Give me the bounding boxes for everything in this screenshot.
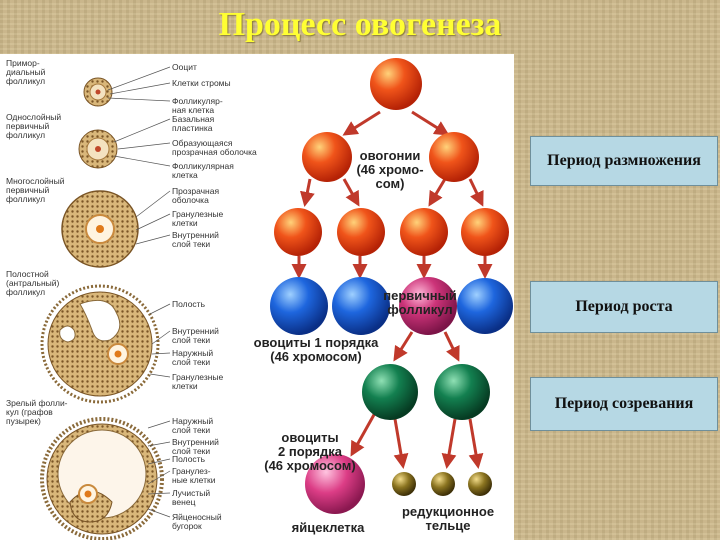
leader-line [109,82,171,95]
primary-oocyte-cell [332,277,390,335]
follicle-part-label: Полость [172,299,206,309]
polar-body [468,472,492,496]
oogonium-cell [370,58,422,110]
leader-line [113,118,171,143]
follicle-part-label: Фолликуляр-ная клетка [172,96,223,115]
leader-line [151,330,171,345]
leader-line [135,234,171,245]
egg-cell [305,454,365,514]
oogonium-cell [337,208,385,256]
leader-line [149,303,171,315]
leader-line [151,352,171,355]
multilayer-follicle-drawing [61,190,139,268]
leader-line [113,155,171,167]
leader-line [147,470,171,485]
oogonium-cell [429,132,479,182]
follicle-part-label: Полость [172,454,206,464]
lineage-arrows [291,110,493,469]
primary-follicle-drawing [78,129,118,169]
leader-line [147,508,171,518]
period-reproduction: Период размножения [530,136,718,186]
leader-line [149,373,171,378]
secondary-oocyte-cell [362,364,418,420]
leader-line [107,97,171,102]
secondary-oocyte-cell [434,364,490,420]
follicle-part-label: Клетки стромы [172,78,231,88]
polar-body [392,472,416,496]
follicle-part-label: Гранулез-ные клетки [172,466,216,485]
primordial-follicle-drawing [83,77,113,107]
oogonia-label: овогонии(46 хромо-сом) [356,148,423,191]
oogonium-cell [302,132,352,182]
leader-line [147,458,171,465]
leader-line [147,441,171,447]
leader-line [117,142,171,150]
polar-body [431,472,455,496]
leader-line [107,66,171,91]
oogonium-cell [461,208,509,256]
follicle-type-label: Полостной(антральный)фолликул [6,269,60,297]
mature-follicle-drawing [40,417,164,540]
period-growth: Период роста [530,281,718,333]
leader-line [135,190,171,218]
egg-label: яйцеклетка [292,520,365,535]
primary-oocyte-cell [270,277,328,335]
leader-line [135,213,171,231]
primary-oocyte-cell [457,278,513,334]
antral-follicle-drawing [40,284,160,404]
primary-follicle-cell [399,277,457,335]
leader-line [147,492,171,495]
follicle-part-label: Ооцит [172,62,197,72]
leader-line [147,420,171,429]
page-title: Процесс овогенеза [218,6,502,43]
period-maturation: Период созревания [530,377,718,431]
oogonium-cell [400,208,448,256]
oocytes-1-label: овоциты 1 порядка(46 хромосом) [254,335,380,364]
oogonium-cell [274,208,322,256]
